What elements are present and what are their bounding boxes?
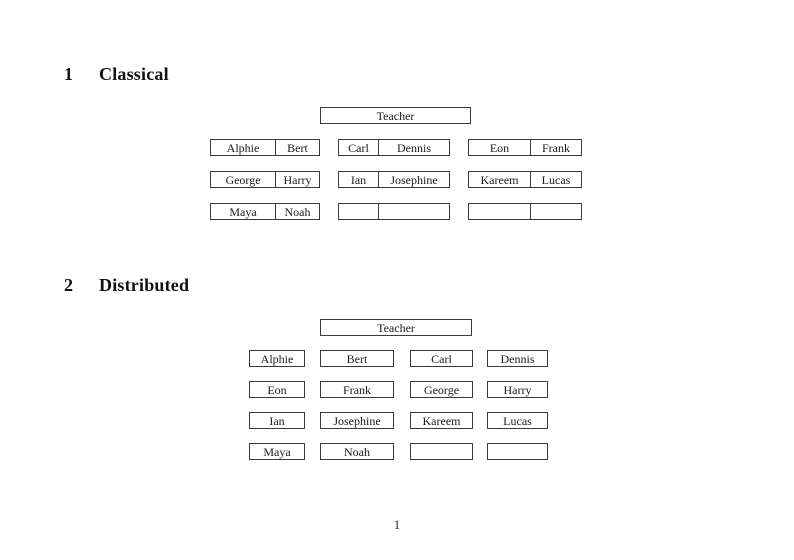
seat-cell: Maya <box>211 204 276 219</box>
seat-box: Frank <box>320 381 394 398</box>
seat-cell: Carl <box>339 140 379 155</box>
seat-cell: Dennis <box>397 140 431 155</box>
teacher-box: Teacher <box>320 107 471 124</box>
page-number: 1 <box>393 517 401 532</box>
section-number: 1 <box>64 64 74 84</box>
seat-cell: Lucas <box>541 172 571 187</box>
seat-cell: Bert <box>287 140 308 155</box>
seat-cell <box>469 204 531 219</box>
seat-box: Harry <box>487 381 548 398</box>
seat-cell: Kareem <box>469 172 531 187</box>
seat-box: Carl <box>410 350 473 367</box>
seat-box: Kareem <box>410 412 473 429</box>
seat-box: Eon <box>249 381 305 398</box>
seat-box: Josephine <box>320 412 394 429</box>
seat-cell: Eon <box>469 140 531 155</box>
seat-box: Bert <box>320 350 394 367</box>
desk: Maya Noah <box>210 203 320 220</box>
teacher-box: Teacher <box>320 319 472 336</box>
seat-cell: Alphie <box>211 140 276 155</box>
desk: Kareem Lucas <box>468 171 582 188</box>
desk: Ian Josephine <box>338 171 450 188</box>
seat-box: Ian <box>249 412 305 429</box>
desk: George Harry <box>210 171 320 188</box>
seat-box: George <box>410 381 473 398</box>
seat-cell: George <box>211 172 276 187</box>
teacher-label: Teacher <box>377 320 415 335</box>
section-number: 2 <box>64 275 74 295</box>
seat-box: Dennis <box>487 350 548 367</box>
section-heading-classical: 1 Classical <box>64 65 169 83</box>
seat-box: Noah <box>320 443 394 460</box>
desk: Alphie Bert <box>210 139 320 156</box>
seat-cell <box>379 204 449 219</box>
seat-cell: Harry <box>283 172 312 187</box>
desk: Eon Frank <box>468 139 582 156</box>
desk-empty <box>468 203 582 220</box>
seat-box: Lucas <box>487 412 548 429</box>
seat-box: Maya <box>249 443 305 460</box>
desk: Carl Dennis <box>338 139 450 156</box>
seat-box: Alphie <box>249 350 305 367</box>
seat-cell <box>339 204 379 219</box>
desk-empty <box>338 203 450 220</box>
seat-cell: Josephine <box>390 172 438 187</box>
seat-box-empty <box>410 443 473 460</box>
teacher-label: Teacher <box>376 108 415 123</box>
seat-cell: Ian <box>339 172 379 187</box>
seat-box-empty <box>487 443 548 460</box>
section-title: Classical <box>99 64 169 84</box>
seat-cell: Noah <box>284 204 311 219</box>
seat-cell: Frank <box>542 140 570 155</box>
section-title: Distributed <box>99 275 190 295</box>
section-heading-distributed: 2 Distributed <box>64 276 189 294</box>
seat-cell <box>531 204 581 219</box>
